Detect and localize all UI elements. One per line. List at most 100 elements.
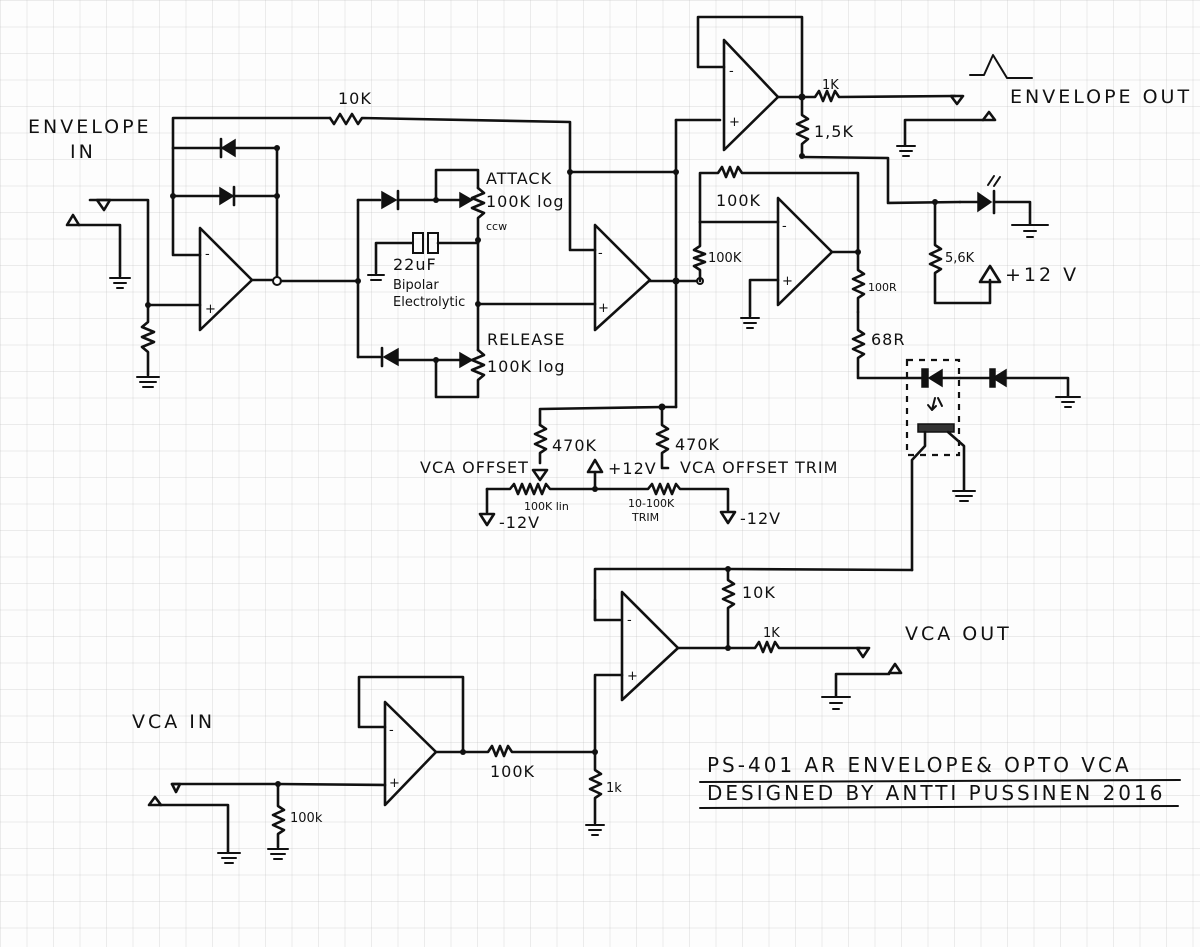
resistor-1k-vca-out — [726, 640, 862, 654]
opamp-rectifier: - + — [198, 226, 254, 332]
opamp-envelope-buffer: - + — [722, 38, 780, 152]
svg-text:100K: 100K — [708, 251, 742, 266]
svg-text:+: + — [627, 669, 638, 684]
envelope-shape-icon — [969, 54, 1033, 79]
svg-text:10K: 10K — [742, 583, 776, 602]
svg-text:100K log: 100K log — [486, 192, 565, 211]
svg-text:-: - — [598, 246, 603, 261]
ground-icon — [952, 490, 976, 502]
capacitor-22uf — [367, 232, 480, 281]
svg-text:+12V: +12V — [608, 459, 657, 478]
svg-text:+: + — [205, 302, 216, 317]
svg-text:+: + — [389, 776, 400, 791]
svg-text:1,5K: 1,5K — [814, 122, 854, 141]
svg-text:5,6K: 5,6K — [945, 251, 975, 266]
ground-icon — [821, 696, 851, 710]
ground-icon — [740, 317, 760, 329]
ground-icon — [585, 824, 605, 836]
ground-icon — [1055, 396, 1081, 408]
opamp-vca-input-buffer: - + — [383, 700, 438, 807]
resistor-470k-a — [531, 423, 549, 482]
svg-text:IN: IN — [70, 141, 96, 163]
svg-text:Electrolytic: Electrolytic — [393, 295, 465, 310]
svg-text:-: - — [729, 64, 734, 79]
svg-text:VCA OFFSET: VCA OFFSET — [420, 458, 529, 477]
svg-text:100R: 100R — [868, 281, 897, 294]
svg-text:ccw: ccw — [486, 220, 507, 233]
svg-text:+12 V: +12 V — [1005, 264, 1079, 286]
vca-out-jack — [821, 646, 903, 710]
envelope-out-jack — [896, 94, 997, 157]
optocoupler-vactrol — [905, 358, 976, 572]
svg-text:100K: 100K — [490, 762, 535, 781]
ground-icon — [896, 145, 916, 157]
svg-text:VCA OFFSET TRIM: VCA OFFSET TRIM — [680, 458, 838, 477]
resistor-5k6 — [928, 200, 1002, 305]
svg-text:10-100K: 10-100K — [628, 497, 675, 510]
title-block: PS-401 AR ENVELOPE& OPTO VCA DESIGNED BY… — [699, 753, 1181, 809]
opamp-vca-output: - + — [620, 590, 680, 702]
opamp-inverter: - + — [776, 196, 834, 307]
resistor-10k-feedback — [328, 112, 597, 252]
svg-text:+: + — [598, 301, 609, 316]
svg-text:-12V: -12V — [740, 509, 781, 528]
ground-icon — [217, 852, 241, 864]
svg-text:-: - — [205, 247, 210, 262]
resistor-100k-vca-in — [267, 782, 289, 860]
svg-text:VCA OUT: VCA OUT — [905, 623, 1012, 645]
ground-icon — [109, 277, 131, 289]
trimmer-vca-offset — [593, 482, 737, 525]
svg-text:1K: 1K — [822, 78, 839, 93]
envelope-in-jack — [65, 198, 150, 307]
resistor-10k-vca — [721, 567, 736, 650]
resistor-470k-b — [655, 405, 670, 470]
svg-text:470K: 470K — [675, 435, 720, 454]
svg-text:470K: 470K — [552, 436, 597, 455]
schematic-title: PS-401 AR ENVELOPE& OPTO VCA — [707, 753, 1132, 777]
svg-text:+: + — [782, 274, 793, 289]
diode-protect — [958, 368, 1081, 408]
resistor-inverter-feedback-100k — [698, 165, 860, 254]
svg-text:1k: 1k — [606, 781, 622, 796]
potentiometer-attack — [470, 186, 486, 242]
svg-text:-: - — [627, 613, 632, 628]
resistor-100r — [851, 250, 866, 314]
svg-text:+: + — [729, 115, 740, 130]
ground-icon — [267, 848, 289, 860]
svg-text:100K: 100K — [716, 191, 761, 210]
svg-text:1K: 1K — [763, 626, 780, 641]
svg-text:68R: 68R — [871, 330, 905, 349]
diode-release — [380, 346, 399, 368]
svg-text:100k: 100k — [290, 811, 323, 826]
resistor-100k-series — [461, 744, 597, 758]
svg-text:RELEASE: RELEASE — [487, 330, 565, 349]
svg-text:10K: 10K — [338, 89, 372, 108]
svg-text:Bipolar: Bipolar — [393, 278, 439, 293]
potentiometer-vca-offset — [485, 482, 597, 496]
svg-text:-12V: -12V — [499, 513, 540, 532]
ground-icon — [136, 376, 160, 388]
svg-text:VCA IN: VCA IN — [132, 711, 215, 733]
svg-text:-: - — [782, 219, 787, 234]
svg-text:-: - — [389, 723, 394, 738]
designer-credit: DESIGNED BY ANTTI PUSSINEN 2016 — [707, 781, 1165, 805]
potentiometer-release — [434, 348, 486, 399]
resistor-1k5 — [795, 95, 810, 158]
svg-text:TRIM: TRIM — [631, 511, 659, 524]
svg-text:ATTACK: ATTACK — [486, 169, 552, 188]
resistor-1k-divider — [585, 750, 605, 836]
ground-icon — [1011, 224, 1049, 238]
opamp-ar: - + — [593, 223, 652, 332]
resistor-68r — [851, 310, 924, 380]
svg-text:100K lin: 100K lin — [524, 500, 569, 513]
vca-in-jack — [147, 782, 387, 864]
svg-text:ENVELOPE: ENVELOPE — [28, 116, 152, 138]
ground-icon — [367, 274, 385, 281]
diode-feedback-1 — [219, 137, 236, 159]
resistor-1k-envelope-out — [800, 89, 957, 103]
resistor-input-100k — [136, 303, 160, 388]
diode-feedback-2 — [219, 185, 236, 207]
svg-text:100K log: 100K log — [487, 357, 566, 376]
